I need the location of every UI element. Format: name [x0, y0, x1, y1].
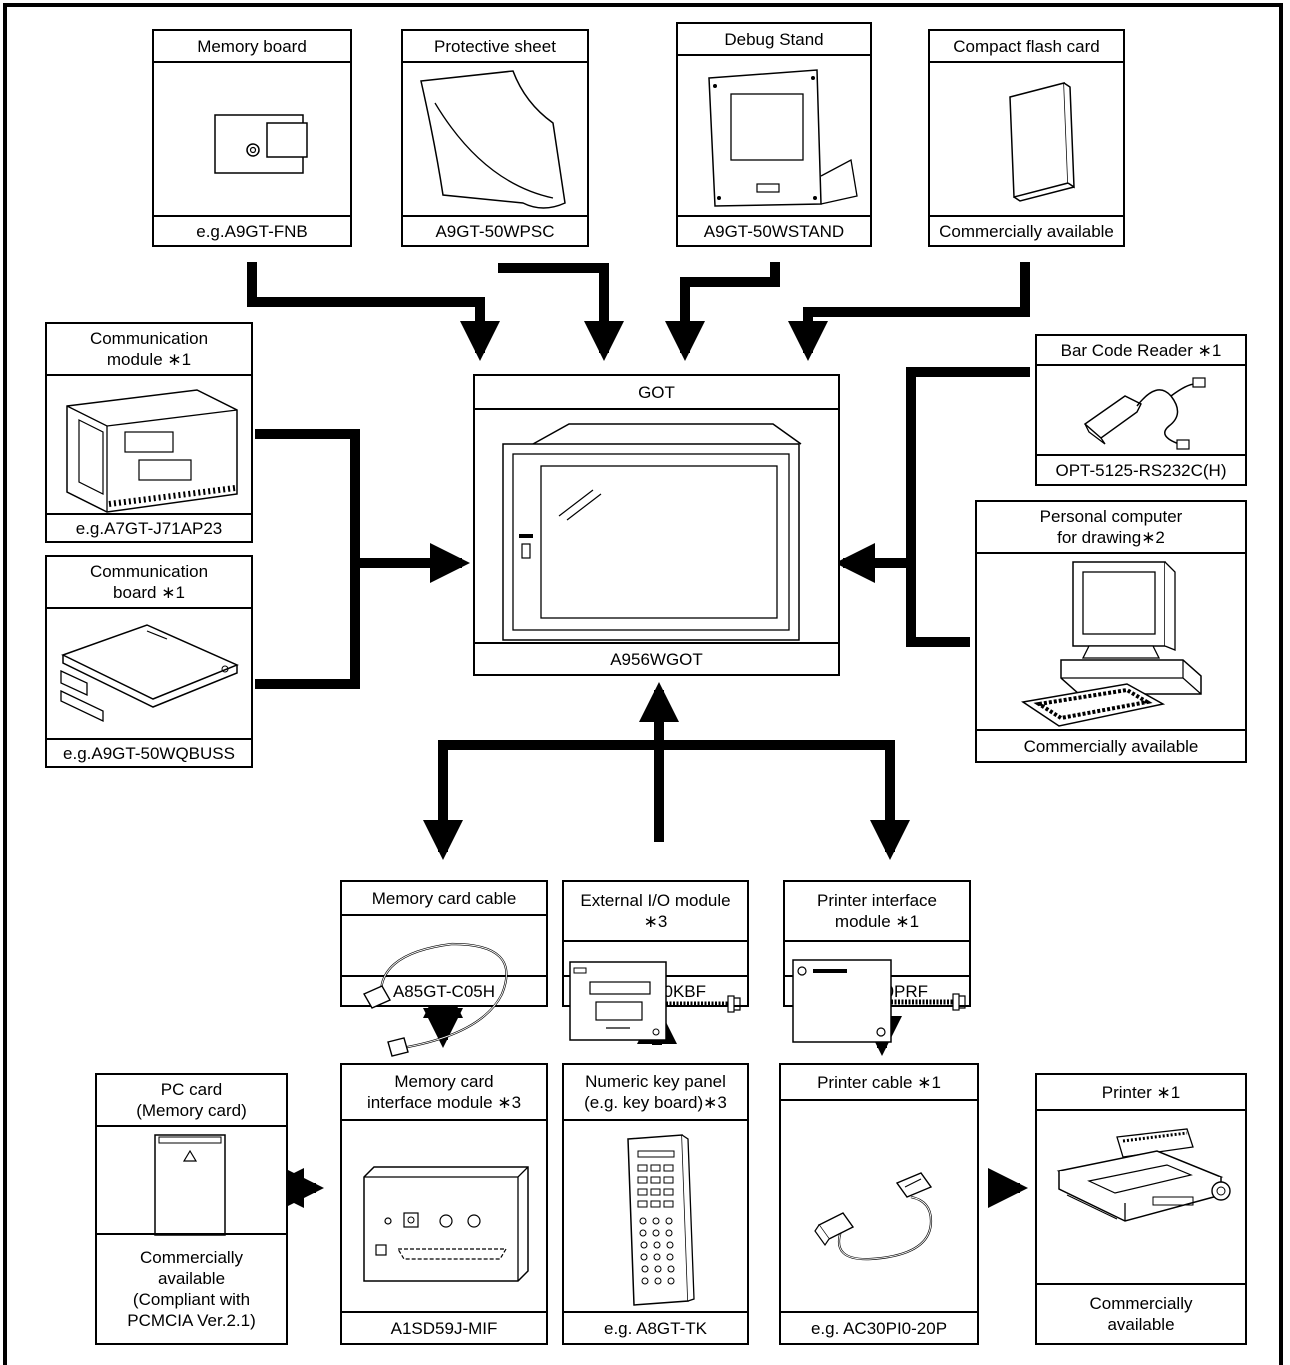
compact-flash-model: Commercially available: [930, 215, 1123, 245]
keypad-box: Numeric key panel (e.g. key board)∗3 e.g…: [562, 1063, 749, 1345]
printer-model: Commercially available: [1037, 1283, 1245, 1343]
barcode-reader-box: Bar Code Reader ∗1 OPT-5125-RS232C(H): [1035, 334, 1247, 486]
compact-flash-title: Compact flash card: [930, 31, 1123, 63]
comm-module-connector: [255, 429, 360, 563]
protective-sheet-connector: [498, 263, 624, 361]
memory-card-interface-title: Memory card interface module ∗3: [342, 1065, 546, 1121]
personal-computer-title: Personal computer for drawing∗2: [977, 502, 1245, 554]
barcode-reader-title: Bar Code Reader ∗1: [1037, 336, 1245, 366]
printer-cable-model: e.g. AC30PI0-20P: [781, 1311, 977, 1343]
pc-card-box: PC card (Memory card) Commercially avail…: [95, 1073, 288, 1345]
printer-box: Printer ∗1 Commercially available: [1035, 1073, 1247, 1345]
keypad-model: e.g. A8GT-TK: [564, 1311, 747, 1343]
got-title: GOT: [475, 376, 838, 410]
debug-stand-model: A9GT-50WSTAND: [678, 215, 870, 245]
protective-sheet-icon: [403, 63, 587, 215]
memory-card-cable-model: A85GT-C05H: [342, 975, 546, 1005]
personal-computer-box: Personal computer for drawing∗2 Commerci…: [975, 500, 1247, 763]
got-display-icon: [475, 410, 838, 646]
io-module-icon: [569, 961, 741, 1041]
memory-board-title: Memory board: [154, 31, 350, 63]
memory-board-model: e.g.A9GT-FNB: [154, 215, 350, 245]
protective-sheet-title: Protective sheet: [403, 31, 587, 63]
communication-module-title: Communication module ∗1: [47, 324, 251, 376]
memory-card-cable-drawing: [363, 942, 508, 1057]
barcode-connector: [906, 367, 1030, 647]
protective-sheet-box: Protective sheet A9GT-50WPSC: [401, 29, 589, 247]
communication-board-title: Communication board ∗1: [47, 557, 251, 609]
personal-computer-model: Commercially available: [977, 729, 1245, 761]
external-io-title: External I/O module ∗3: [564, 882, 747, 942]
memory-board-connector: [247, 262, 500, 361]
communication-module-box: Communication module ∗1 e.g.A7GT-J71AP23: [45, 322, 253, 543]
printer-interface-title: Printer interface module ∗1: [785, 882, 969, 942]
printer-title: Printer ∗1: [1037, 1075, 1245, 1111]
pc-card-icon: [97, 1127, 286, 1237]
printer-cable-box: Printer cable ∗1 e.g. AC30PI0-20P: [779, 1063, 979, 1345]
communication-board-box: Communication board ∗1 e.g.A9GT-50WQBUSS: [45, 555, 253, 768]
cf-card-connector: [788, 262, 1030, 361]
personal-computer-icon: [977, 554, 1245, 734]
debug-stand-connector: [665, 262, 780, 361]
barcode-reader-model: OPT-5125-RS232C(H): [1037, 454, 1245, 484]
got-model: A956WGOT: [475, 642, 838, 674]
compact-flash-icon: [930, 63, 1123, 215]
printer-icon: [1037, 1111, 1245, 1291]
communication-module-model: e.g.A7GT-J71AP23: [47, 513, 251, 541]
got-box: GOT A956WGOT: [473, 374, 840, 676]
memory-card-cable-title: Memory card cable: [342, 882, 546, 916]
memory-card-cable-box: Memory card cable A85GT-C05H: [340, 880, 548, 1007]
communication-board-model: e.g.A9GT-50WQBUSS: [47, 738, 251, 766]
pc-card-model: Commercially available (Compliant with P…: [97, 1233, 286, 1343]
memory-card-interface-model: A1SD59J-MIF: [342, 1311, 546, 1343]
compact-flash-box: Compact flash card Commercially availabl…: [928, 29, 1125, 247]
debug-stand-box: Debug Stand A9GT-50WSTAND: [676, 22, 872, 247]
memory-card-interface-icon: [342, 1121, 546, 1311]
memory-board-icon: [154, 63, 350, 215]
diagram-frame: [3, 3, 1283, 1365]
memory-card-interface-box: Memory card interface module ∗3 A1SD59J-…: [340, 1063, 548, 1345]
memory-board-box: Memory board e.g.A9GT-FNB: [152, 29, 352, 247]
printer-interface-icon: [792, 959, 966, 1043]
keypad-icon: [564, 1121, 747, 1311]
keypad-title: Numeric key panel (e.g. key board)∗3: [564, 1065, 747, 1121]
lower-bus: [438, 740, 895, 850]
communication-module-icon: [47, 376, 251, 518]
barcode-reader-icon: [1037, 366, 1245, 458]
protective-sheet-model: A9GT-50WPSC: [403, 215, 587, 245]
printer-cable-icon: [781, 1101, 977, 1311]
pc-card-title: PC card (Memory card): [97, 1075, 286, 1127]
comm-board-connector: [255, 563, 360, 689]
debug-stand-title: Debug Stand: [678, 24, 870, 56]
printer-cable-title: Printer cable ∗1: [781, 1065, 977, 1101]
debug-stand-icon: [678, 56, 870, 216]
communication-board-icon: [47, 609, 251, 743]
